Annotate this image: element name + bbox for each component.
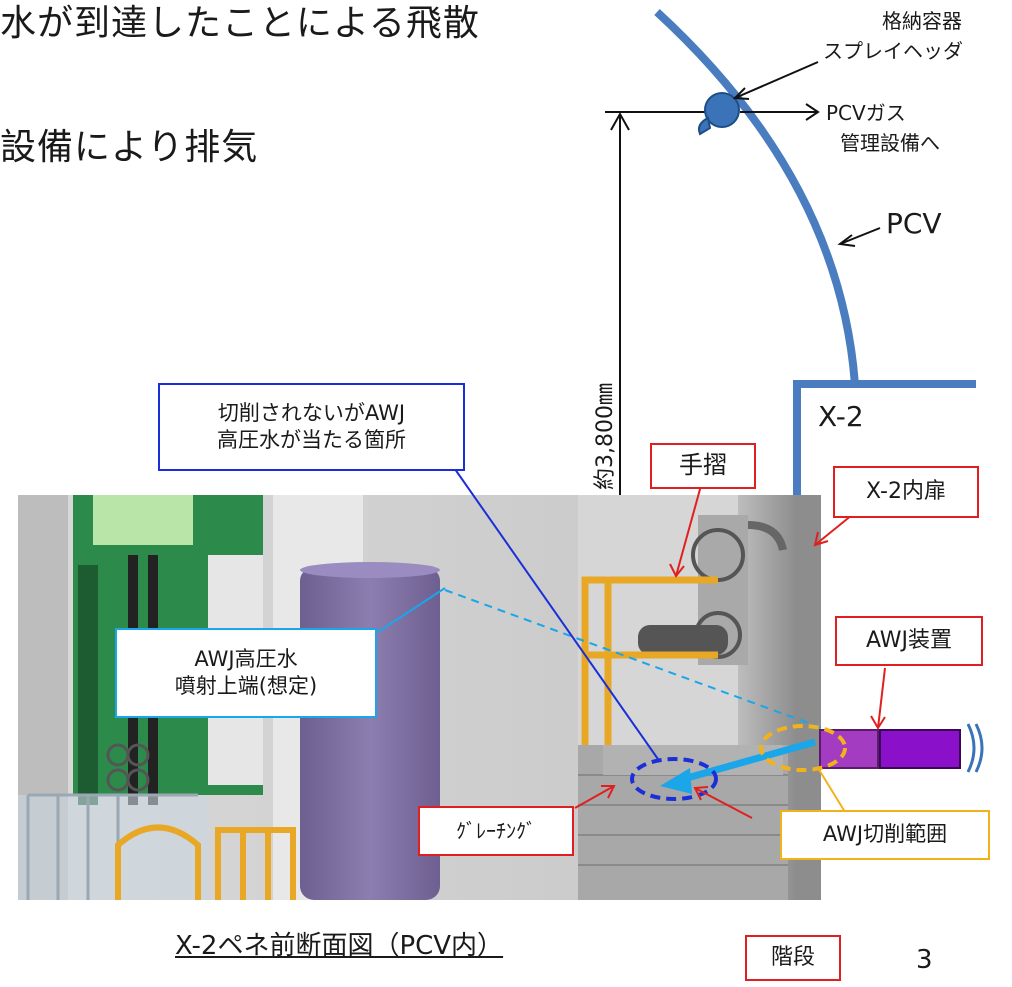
header-line-1: 水が到達したことによる飛散 (0, 3, 480, 44)
awj-device-arm (879, 729, 961, 769)
handrail-callout: 手摺 (650, 443, 756, 489)
x2-opening (793, 380, 976, 497)
containment-spray-header-label: 格納容器 (852, 8, 992, 35)
awj-jet-arrow (679, 738, 816, 784)
awj-device-arrow (877, 667, 886, 729)
pcv-wall (654, 9, 859, 386)
spray-header-icon (698, 92, 740, 136)
handrail-arrow (675, 481, 703, 577)
figure-caption: X-2ペネ前断面図（PCV内） (175, 931, 504, 961)
x2-label: X-2 (818, 400, 864, 433)
pcv-label: PCV (886, 207, 942, 240)
awj-cutting-range-ellipse (759, 724, 847, 772)
grating-callout: ｸﾞﾚｰﾁﾝｸﾞ (418, 806, 574, 856)
not-cut-callout-line1: 切削されないがAWJ (217, 400, 406, 425)
x2-inner-door-callout: X-2内扉 (833, 466, 979, 518)
stairs-callout: 階段 (745, 935, 841, 981)
awj-cutting-range-callout: AWJ切削範囲 (780, 810, 990, 860)
not-cut-target-ellipse (630, 757, 718, 801)
not-cut-leader-line (449, 461, 661, 763)
awj-spray-top-line (444, 589, 823, 729)
containment-spray-header-line2: スプレイヘッダ (823, 39, 963, 63)
x2-inner-door-arrow (814, 514, 853, 546)
not-cut-callout: 切削されないがAWJ 高圧水が当たる箇所 (158, 383, 465, 471)
pcv-gas-label-line2: 管理設備へ (840, 131, 940, 155)
awj-spray-top-line1: AWJ高圧水 (194, 646, 298, 671)
header-line-2: 設備により排気 (0, 127, 259, 168)
awj-device-body (819, 729, 879, 769)
containment-spray-header-line1: 格納容器 (882, 9, 962, 33)
not-cut-callout-line2: 高圧水が当たる箇所 (217, 428, 406, 452)
pcv-gas-label-line1: PCVガス (826, 101, 906, 125)
grating-arrow (574, 785, 615, 809)
height-dimension-label: 約3,800㎜ (593, 383, 618, 490)
awj-spray-top-callout: AWJ高圧水 噴射上端(想定) (115, 628, 377, 718)
awj-spray-top-line2: 噴射上端(想定) (174, 674, 318, 698)
stairs-arrow (694, 787, 753, 819)
page-number: 3 (916, 945, 933, 975)
awj-device-callout: AWJ装置 (835, 616, 983, 666)
